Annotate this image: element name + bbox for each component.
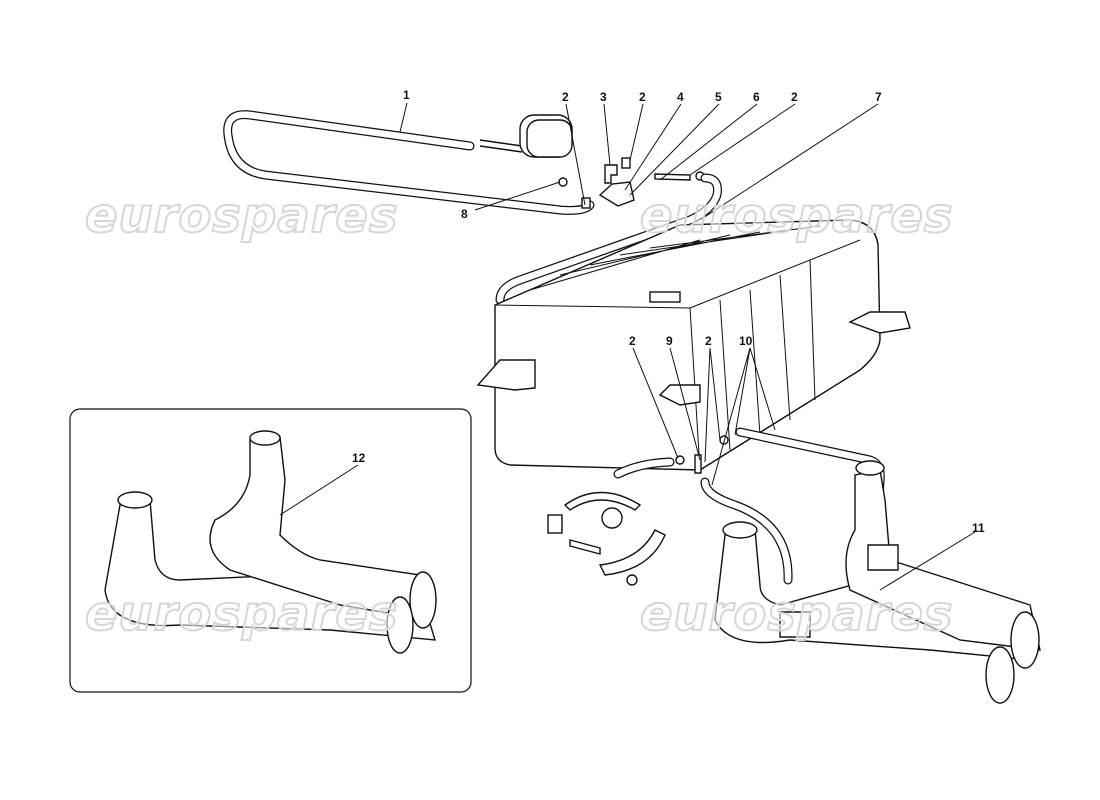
elbow-fitting xyxy=(604,164,618,184)
callout-8: 8 xyxy=(461,207,468,221)
watermark: eurospares xyxy=(640,188,954,244)
mounting-bracket xyxy=(476,359,536,391)
callout-6: 6 xyxy=(753,90,760,104)
callout-7: 7 xyxy=(875,90,882,104)
mounting-bracket xyxy=(848,311,911,334)
solenoid-valve xyxy=(598,181,635,207)
callouts: 1 2 3 2 4 5 6 2 7 8 2 9 2 10 11 12 xyxy=(352,88,985,535)
callout-1: 1 xyxy=(403,88,410,102)
exhaust-pipes-inset xyxy=(104,430,437,654)
callout-2: 2 xyxy=(639,90,646,104)
exhaust-clamp xyxy=(547,491,666,586)
valve-assembly xyxy=(495,157,722,305)
callout-3: 3 xyxy=(600,90,607,104)
watermarks: eurospares eurospares eurospares eurospa… xyxy=(84,187,954,643)
callout-4: 4 xyxy=(677,90,684,104)
inset-panel xyxy=(69,408,472,693)
vent-hose xyxy=(223,110,595,215)
callout-2: 2 xyxy=(791,90,798,104)
callout-2: 2 xyxy=(629,334,636,348)
callout-10: 10 xyxy=(739,334,753,348)
callout-2: 2 xyxy=(562,90,569,104)
watermark: eurospares xyxy=(85,586,399,642)
callout-9: 9 xyxy=(666,334,673,348)
watermark: eurospares xyxy=(85,188,399,244)
callout-2: 2 xyxy=(705,334,712,348)
leader-lines xyxy=(279,102,976,591)
watermark: eurospares xyxy=(640,586,954,642)
muffler-box xyxy=(476,219,911,471)
callout-12: 12 xyxy=(352,451,366,465)
callout-11: 11 xyxy=(972,521,985,535)
callout-5: 5 xyxy=(715,90,722,104)
exhaust-pipes-main xyxy=(714,460,1041,704)
